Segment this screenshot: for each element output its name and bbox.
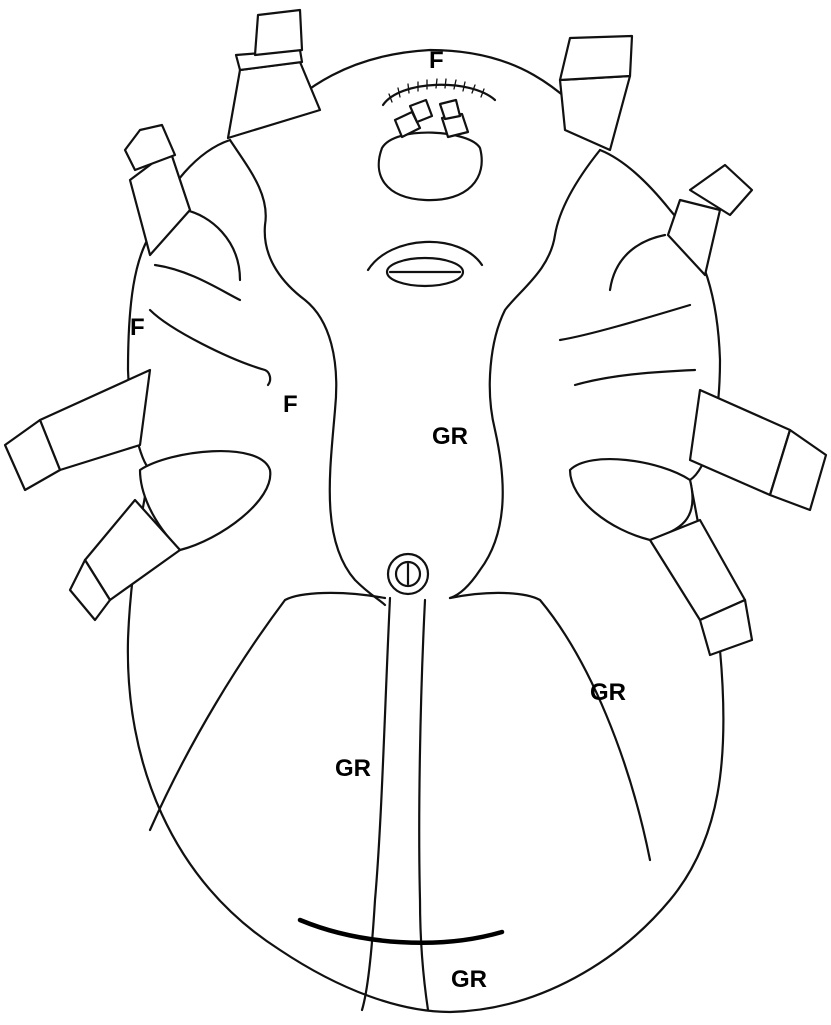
leg-left-1-segment-3 [255,10,302,55]
genital-flap-arc [368,242,482,270]
posterior-arc-left [150,593,385,830]
right-coxa-line-1 [610,235,665,290]
leg-left-3 [5,370,150,490]
leg-right-2 [668,165,752,275]
body-outline [128,140,724,1012]
right-coxa-line-2 [560,305,690,340]
leg-left-3-segment-1 [40,370,150,470]
leg-right-3 [690,390,826,510]
label-gr-posterior-midline: GR [335,755,371,782]
leg-left-2 [125,125,190,255]
left-coxa-line-3 [150,310,270,385]
leg-right-4-segment-2 [650,520,745,620]
right-chelicera-distal [440,100,460,119]
left-coxa-line-2 [155,265,240,300]
label-f-left-margin: F [130,314,145,341]
leg-left-1-segment-1 [228,62,320,138]
label-f-left-inner: F [283,391,298,418]
leg-right-4-segment-1 [570,459,693,540]
label-gr-posterior-bottom: GR [451,966,487,993]
label-f-head: F [429,47,444,74]
left-coxa-line-1 [185,210,240,280]
central-groove-left [230,140,385,605]
label-gr-right: GR [590,679,626,706]
leg-left-4 [70,451,270,620]
mouthparts [379,79,495,200]
anal-opening [388,554,428,594]
median-groove-right [419,600,428,1010]
median-groove-left [362,598,390,1010]
posterior-arc-right [450,593,650,860]
leg-right-4 [570,459,752,655]
leg-right-1-segment-1 [560,76,630,150]
genital-opening [368,242,482,286]
central-groove-right [450,150,600,598]
label-gr-center: GR [432,423,468,450]
leg-right-1 [560,36,632,150]
posterior-transverse-groove [300,920,502,943]
mouthparts-capsule [379,133,482,201]
leg-left-1 [228,10,320,138]
leg-right-2-segment-1 [668,200,720,275]
leg-right-1-segment-2 [560,36,632,80]
right-coxa-line-3 [575,370,695,385]
